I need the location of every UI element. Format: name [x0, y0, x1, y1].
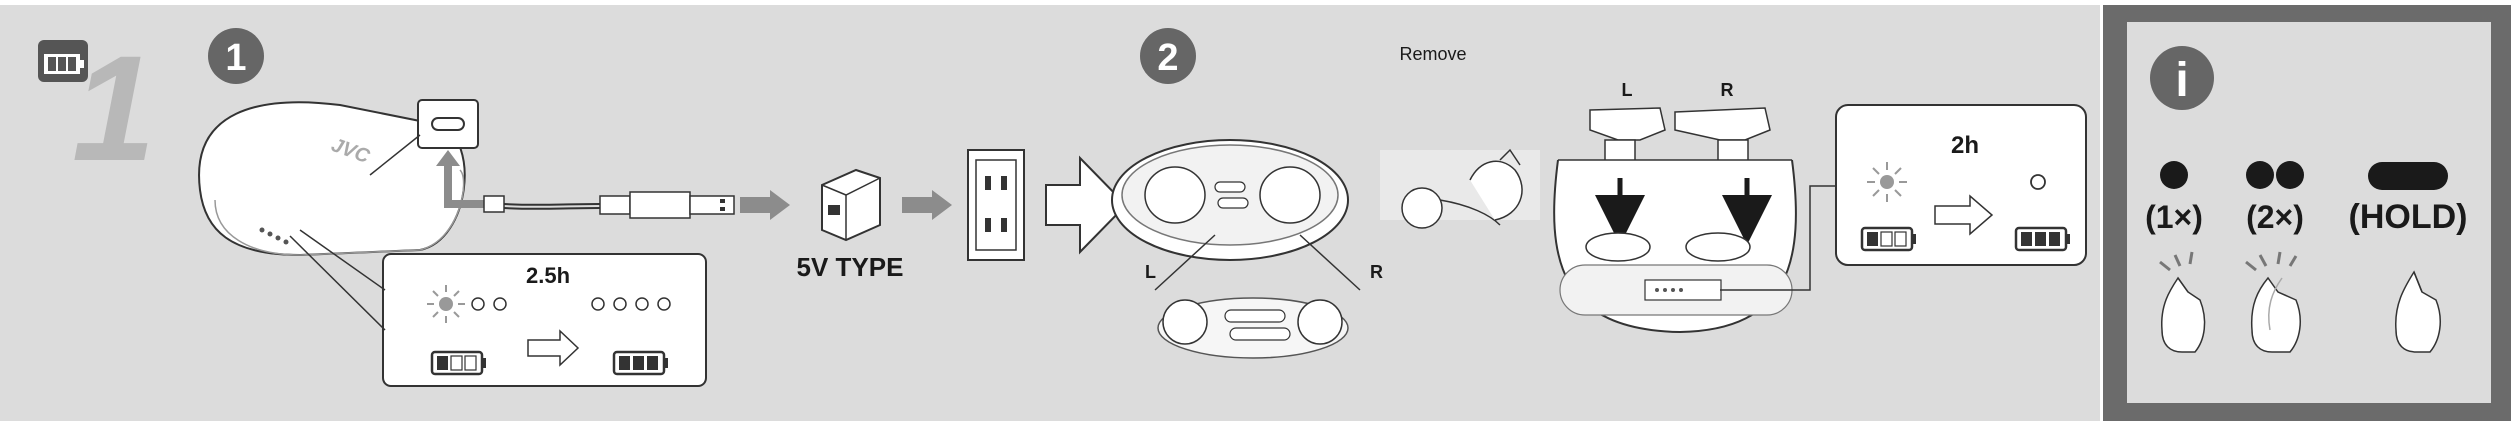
press-once-legend: (1×)	[2145, 161, 2203, 235]
earbuds-insert-illustration: L R	[1553, 80, 1840, 334]
hand-double-tap-icon	[2245, 251, 2302, 353]
wall-outlet-icon	[967, 149, 1025, 261]
step-1-number: 1	[225, 37, 246, 79]
press-hold-legend: (HOLD)	[2349, 162, 2468, 236]
press-twice-legend: (2×)	[2246, 161, 2304, 235]
insert-left-label: L	[1622, 80, 1633, 100]
press-once-label: (1×)	[2145, 199, 2203, 235]
hand-tap-icon	[2159, 251, 2206, 353]
remove-label: Remove	[1399, 44, 1466, 64]
step-2-number: 2	[1157, 37, 1178, 79]
hand-hold-icon	[2395, 270, 2442, 353]
step-2-badge: 2	[1140, 28, 1196, 84]
earbud-right-label: R	[1370, 262, 1383, 282]
earbud-left-label: L	[1145, 262, 1156, 282]
info-badge: i	[2150, 46, 2214, 110]
battery-section-icon	[38, 40, 88, 82]
arrow-icon	[902, 190, 952, 220]
arrow-icon	[527, 329, 580, 367]
arrow-icon	[1934, 194, 1994, 236]
adapter-icon: 5V TYPE	[797, 168, 904, 282]
battery-low-icon	[430, 350, 486, 376]
step-1-badge: 1	[208, 28, 264, 84]
section-number: 1	[72, 24, 155, 192]
usb-port-callout	[369, 99, 479, 176]
led-row-full	[591, 297, 671, 311]
led-icon	[1867, 162, 1907, 202]
press-hold-label: (HOLD)	[2349, 198, 2468, 236]
earbud-charge-indicator: 2h	[1835, 104, 2087, 266]
led-icon	[427, 285, 507, 323]
remove-tab-illustration	[1380, 148, 1540, 229]
battery-full-icon	[2014, 226, 2070, 252]
insert-right-label: R	[1721, 80, 1734, 100]
case-charge-time: 2.5h	[526, 263, 570, 288]
usb-cable-icon	[436, 150, 790, 220]
info-icon: i	[2175, 54, 2188, 107]
press-twice-label: (2×)	[2246, 199, 2304, 235]
charging-case-icon: JVC	[198, 101, 466, 257]
led-off-icon	[2030, 174, 2046, 190]
battery-full-icon	[612, 350, 668, 376]
adapter-label: 5V TYPE	[797, 252, 904, 282]
case-charge-indicator: 2.5h	[289, 229, 707, 387]
case-icon	[1111, 139, 1349, 261]
battery-low-icon	[1860, 226, 1916, 252]
earbud-charge-time: 2h	[1951, 132, 1979, 159]
arrow-icon	[1045, 155, 1128, 255]
earbud-icon: L R	[1145, 234, 1383, 359]
